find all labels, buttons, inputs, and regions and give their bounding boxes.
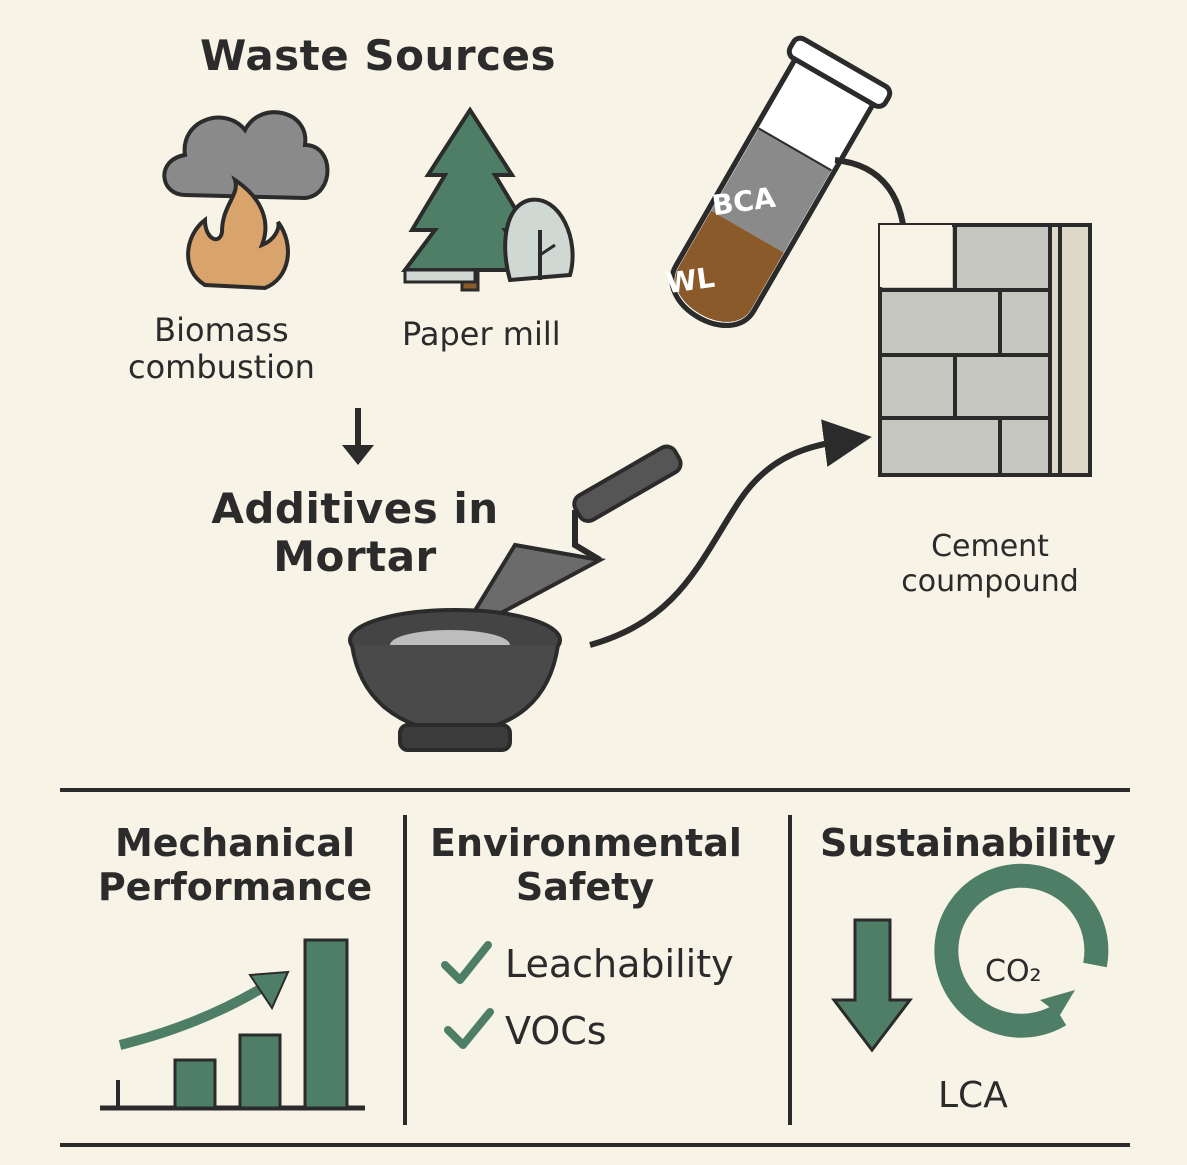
check-icon — [444, 1008, 494, 1049]
lca-label: LCA — [938, 1075, 1008, 1116]
sustainability-title: Sustainability — [820, 821, 1116, 865]
co2-cycle-icon — [934, 863, 1109, 1038]
arrow-mortar-to-wall — [589, 419, 872, 648]
cloud-fire-icon — [162, 110, 330, 291]
waste-sources-title: Waste Sources — [200, 31, 556, 80]
check-icon — [441, 941, 492, 984]
test-tube-icon — [669, 35, 893, 328]
arrow-down-icon — [342, 408, 374, 465]
check-vocs: VOCs — [505, 1009, 607, 1053]
mortar-bowl-icon — [348, 608, 562, 752]
biomass-combustion-label: Biomass combustion — [128, 311, 315, 386]
check-leachability: Leachability — [505, 942, 734, 986]
environmental-safety-title: Environmental Safety — [430, 821, 742, 909]
wl-label: WL — [663, 260, 717, 301]
mechanical-performance-title: Mechanical Performance — [97, 821, 373, 909]
paper-mill-label: Paper mill — [402, 315, 561, 353]
tree-icon — [401, 106, 575, 292]
brick-wall-icon — [878, 223, 1092, 477]
co2-label: CO₂ — [985, 954, 1042, 989]
additives-title: Additives in Mortar — [211, 484, 499, 582]
cement-compound-label: Cement coumpound — [901, 529, 1079, 599]
bar-chart-icon — [100, 938, 365, 1111]
green-down-arrow-icon — [830, 918, 914, 1053]
